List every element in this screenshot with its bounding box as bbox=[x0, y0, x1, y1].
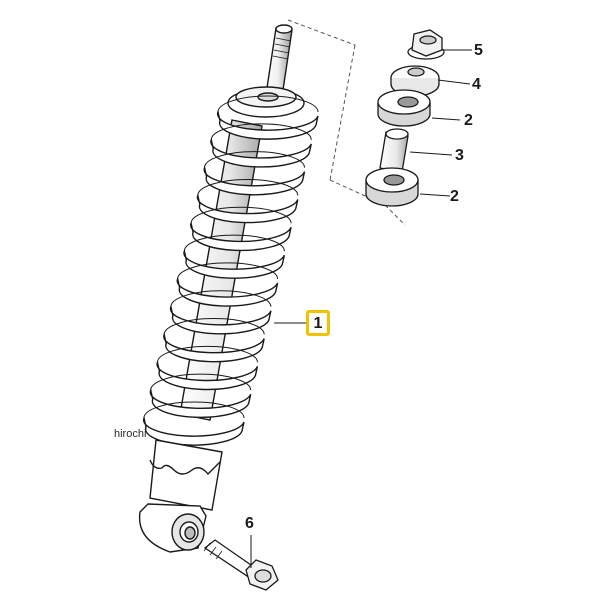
spring-coil-back bbox=[190, 206, 292, 224]
callout-5: 5 bbox=[474, 42, 483, 59]
spring-coil-turn bbox=[210, 137, 312, 168]
spring-coil-turn bbox=[156, 359, 259, 391]
mounting-bolt bbox=[203, 539, 279, 591]
callout-6: 6 bbox=[245, 515, 254, 532]
spring-coil-turn bbox=[190, 220, 292, 252]
nut-part-5 bbox=[407, 29, 445, 60]
spring-coil-turn bbox=[169, 304, 272, 335]
spring-coil-back bbox=[204, 151, 306, 168]
spring-coil-turn bbox=[176, 276, 279, 307]
callout-1-highlighted: 1 bbox=[306, 310, 330, 336]
spring-coil-turn bbox=[163, 332, 265, 363]
spring-coil-back bbox=[183, 234, 285, 252]
spring-coil-turn bbox=[149, 387, 252, 418]
watermark-text: hirochi bbox=[114, 428, 147, 440]
washer-part-4 bbox=[390, 65, 440, 97]
rubber-bush-part-2-upper bbox=[377, 89, 431, 127]
spring-coil-back bbox=[143, 401, 245, 419]
spring-coil-back bbox=[150, 373, 252, 391]
callout-2-upper: 2 bbox=[464, 112, 473, 129]
spring-coil-turn bbox=[183, 248, 286, 279]
coil-spring bbox=[142, 95, 319, 446]
callout-3: 3 bbox=[455, 147, 464, 164]
spring-coil-back bbox=[177, 262, 279, 279]
callout-leader-lines bbox=[250, 49, 472, 568]
spring-coil-back bbox=[163, 318, 265, 335]
upper-spring-seat bbox=[227, 86, 305, 118]
lower-mount-eye bbox=[138, 439, 223, 553]
spring-coil-turn bbox=[216, 109, 319, 140]
spring-coil-back bbox=[197, 178, 299, 196]
spring-coil-turn bbox=[203, 165, 306, 196]
spring-coil-back bbox=[210, 123, 312, 140]
spring-coil-turn bbox=[196, 193, 299, 224]
spring-coil-back bbox=[170, 290, 272, 307]
rubber-bush-part-2-lower bbox=[365, 167, 419, 207]
callout-1: 1 bbox=[313, 315, 323, 332]
callout-4: 4 bbox=[472, 76, 481, 93]
callout-2-lower: 2 bbox=[450, 188, 459, 205]
spring-coil-back bbox=[156, 345, 258, 363]
spring-coil-back bbox=[217, 95, 319, 113]
sleeve-part-3 bbox=[379, 128, 409, 173]
